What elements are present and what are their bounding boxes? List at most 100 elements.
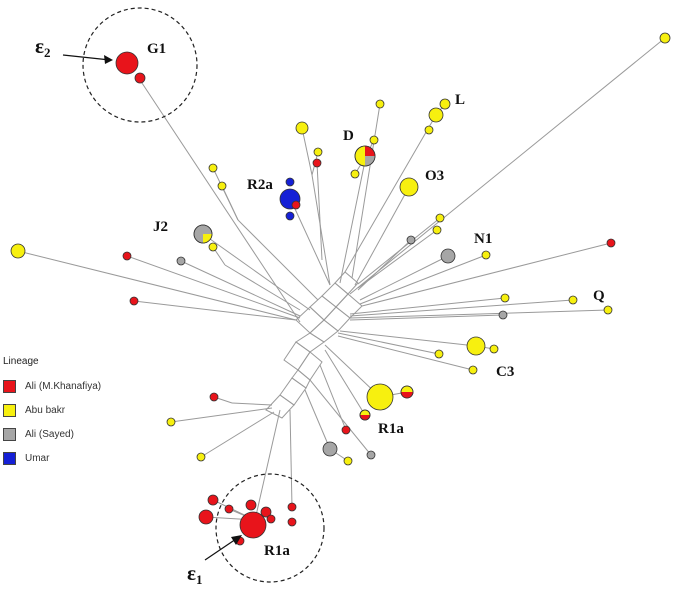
edge-r1a-upper2	[324, 349, 366, 416]
node-g1-main	[115, 51, 139, 75]
edge-n1b	[357, 229, 438, 289]
edge-bottom3	[309, 379, 372, 456]
node	[439, 98, 451, 110]
edge-upper4	[316, 162, 323, 261]
node-r1a-cluster-main	[239, 511, 267, 539]
edge-n1e	[359, 254, 487, 305]
haplogroup-label: R2a	[247, 177, 273, 193]
edge-n1d	[359, 255, 449, 301]
svg-text:ε2: ε2	[35, 34, 50, 60]
legend-label: Ali (Sayed)	[25, 428, 74, 440]
node	[287, 517, 297, 527]
node	[129, 296, 139, 306]
node	[166, 417, 176, 427]
node	[312, 158, 322, 168]
node-g1-small	[134, 72, 146, 84]
edge-q3	[349, 314, 504, 321]
node	[489, 344, 499, 354]
node	[435, 213, 445, 223]
haplogroup-label: D	[343, 128, 354, 144]
edge-far-tip	[349, 37, 666, 295]
pie-node-j2	[193, 224, 213, 244]
legend-item-umar: Umar	[3, 446, 153, 470]
node	[260, 506, 272, 518]
node	[428, 107, 444, 123]
node	[468, 365, 478, 375]
reticulation-box	[335, 293, 363, 319]
node	[285, 177, 295, 187]
pie-node-r1a-right	[400, 385, 414, 399]
edge-upperleft2	[221, 185, 239, 221]
node	[341, 425, 351, 435]
edge-bottom4	[289, 409, 293, 508]
haplogroup-label: G1	[147, 41, 166, 57]
legend-swatch	[3, 379, 16, 393]
haplotype-nodes	[10, 32, 671, 546]
legend-item-ali-sayed: Ali (Sayed)	[3, 422, 153, 446]
haplogroup-label: O3	[425, 168, 444, 184]
edge-d	[339, 155, 367, 284]
node	[568, 295, 578, 305]
legend-label: Ali (M.Khanafiya)	[25, 380, 102, 392]
node	[245, 499, 257, 511]
node	[434, 349, 444, 359]
node	[224, 504, 234, 514]
node	[10, 243, 26, 259]
legend-label: Abu bakr	[25, 404, 66, 416]
epsilon-2-label: ε2	[35, 34, 113, 64]
reticulation-box	[295, 306, 325, 334]
edge-upper	[301, 127, 313, 176]
haplogroup-label: R1a	[264, 543, 290, 559]
edge-q4	[349, 297, 506, 315]
node	[295, 121, 309, 135]
edge-bottom6	[200, 411, 275, 458]
haplogroup-label: Q	[593, 288, 605, 304]
pie-node-r1a-small	[359, 409, 371, 421]
cluster-circle-epsilon-2	[82, 7, 198, 123]
haplogroup-label: C3	[496, 364, 514, 380]
reticulation-box	[323, 306, 351, 332]
edge-c3	[339, 330, 477, 347]
edge-q2	[349, 299, 574, 317]
node	[343, 456, 353, 466]
node	[285, 211, 295, 221]
reticulation-box	[295, 332, 325, 353]
node	[208, 242, 218, 252]
node	[287, 502, 297, 512]
node	[266, 514, 276, 524]
edge-r2a	[289, 197, 331, 286]
node	[369, 135, 379, 145]
node	[291, 200, 301, 210]
cluster-circle-epsilon-1	[215, 473, 325, 583]
edge-n1c	[357, 239, 412, 291]
node	[198, 509, 214, 525]
network-edges	[17, 37, 666, 521]
node	[500, 293, 510, 303]
legend-title: Lineage	[3, 356, 39, 367]
edge-upperleft3	[237, 219, 319, 301]
edge-left2	[126, 255, 301, 319]
edge-l	[344, 114, 437, 273]
edge-bottom9	[231, 402, 273, 406]
edge-c3c	[337, 335, 474, 371]
edge-g1	[139, 79, 301, 323]
edge-left3	[180, 260, 301, 317]
pie-node-d	[354, 145, 376, 167]
node	[176, 256, 186, 266]
reticulation-box	[291, 369, 311, 389]
edge-right	[361, 242, 612, 307]
node	[606, 238, 616, 248]
node-c3-main	[466, 336, 486, 356]
legend-label: Umar	[25, 452, 50, 464]
svg-text:ε1: ε1	[187, 561, 202, 587]
node	[498, 310, 508, 320]
reticulation-box	[321, 282, 349, 308]
edge-j2	[202, 233, 311, 311]
epsilon-1-label: ε1	[187, 535, 242, 587]
node	[322, 441, 338, 457]
node-r1a-main	[366, 383, 394, 411]
node	[424, 125, 434, 135]
edge-c3d	[337, 332, 440, 355]
haplogroup-label: N1	[474, 231, 492, 247]
